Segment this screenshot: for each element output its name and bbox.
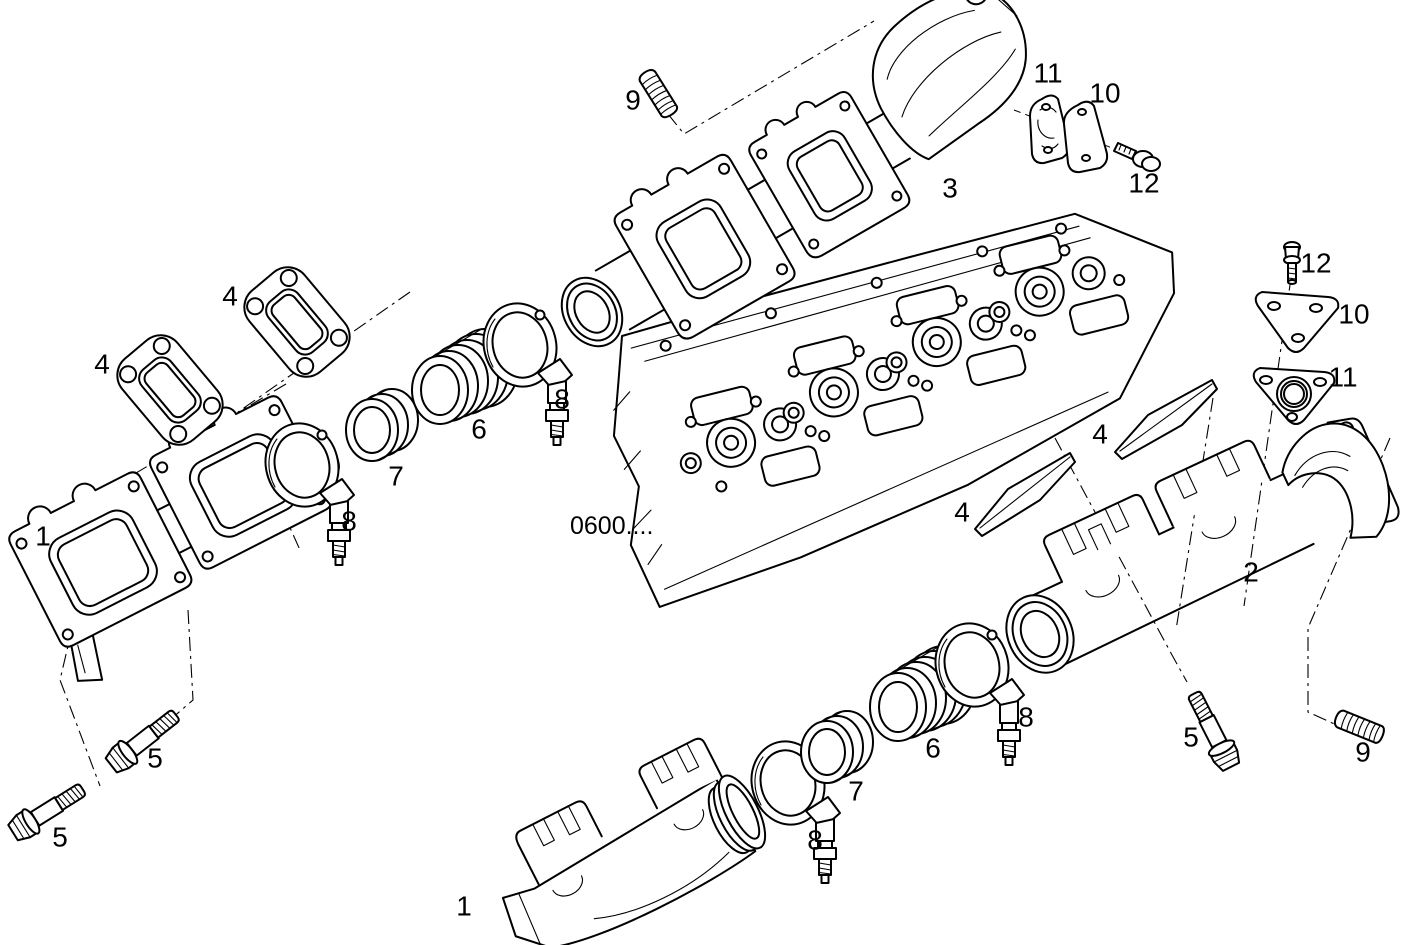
sleeve-7-upper — [345, 388, 419, 462]
callout-0600-27: 0600.... — [570, 512, 653, 540]
callout-5-24: 5 — [1183, 722, 1199, 753]
callout-4-8: 4 — [222, 281, 238, 312]
callout-8-23: 8 — [807, 825, 823, 856]
callout-10-6: 10 — [1338, 299, 1369, 330]
centerline-stud9-top — [667, 20, 875, 135]
part-1-bottom-manifold — [501, 737, 767, 945]
callout-6-21: 6 — [925, 733, 941, 764]
part-3-upper-manifold — [560, 0, 1027, 348]
gasket-4-left-upper — [234, 257, 360, 387]
gasket-11-top — [1029, 94, 1071, 165]
callout-1-26: 1 — [456, 891, 472, 922]
bolt-5-left-lower — [4, 776, 91, 846]
screw-12-top — [1113, 142, 1161, 172]
callout-11-7: 11 — [1328, 362, 1357, 393]
cover-10-right — [1254, 291, 1340, 353]
screw-12-right — [1283, 241, 1301, 285]
stud-9-top — [636, 66, 681, 121]
gasket-11-right — [1252, 367, 1336, 425]
callout-9-0: 9 — [625, 85, 641, 116]
callout-5-18: 5 — [147, 743, 163, 774]
centerline-bolt5-right — [1054, 437, 1188, 683]
callout-12-4: 12 — [1128, 168, 1159, 199]
gasket-4-right-upper — [1114, 379, 1218, 460]
centerline-gaskets-left-a — [237, 291, 411, 413]
callout-10-3: 10 — [1089, 78, 1120, 109]
cylinder-head — [612, 212, 1176, 608]
callout-8-10: 8 — [554, 384, 570, 415]
callout-9-25: 9 — [1355, 737, 1371, 768]
cover-10-top — [1062, 100, 1109, 174]
callout-7-22: 7 — [848, 776, 864, 807]
centerline-bolt5-left — [170, 609, 194, 720]
part-2-right-manifold — [1005, 417, 1400, 674]
sleeve-7-lower — [800, 710, 874, 784]
centerline-stud9-right — [1307, 437, 1391, 728]
callout-6-11: 6 — [471, 414, 487, 445]
callout-1-14: 1 — [35, 521, 51, 552]
callout-4-9: 4 — [94, 349, 110, 380]
callout-8-13: 8 — [341, 506, 357, 537]
callout-7-12: 7 — [388, 461, 404, 492]
bolt-5-left-upper — [101, 702, 186, 778]
callout-8-20: 8 — [1018, 702, 1034, 733]
callout-11-2: 11 — [1033, 58, 1062, 89]
callout-3-1: 3 — [942, 173, 958, 204]
gasket-4-right-lower — [974, 452, 1076, 537]
callout-4-16: 4 — [954, 497, 970, 528]
callout-5-19: 5 — [52, 822, 68, 853]
callout-2-17: 2 — [1243, 557, 1259, 588]
callout-4-15: 4 — [1092, 419, 1108, 450]
callout-12-5: 12 — [1300, 248, 1331, 279]
